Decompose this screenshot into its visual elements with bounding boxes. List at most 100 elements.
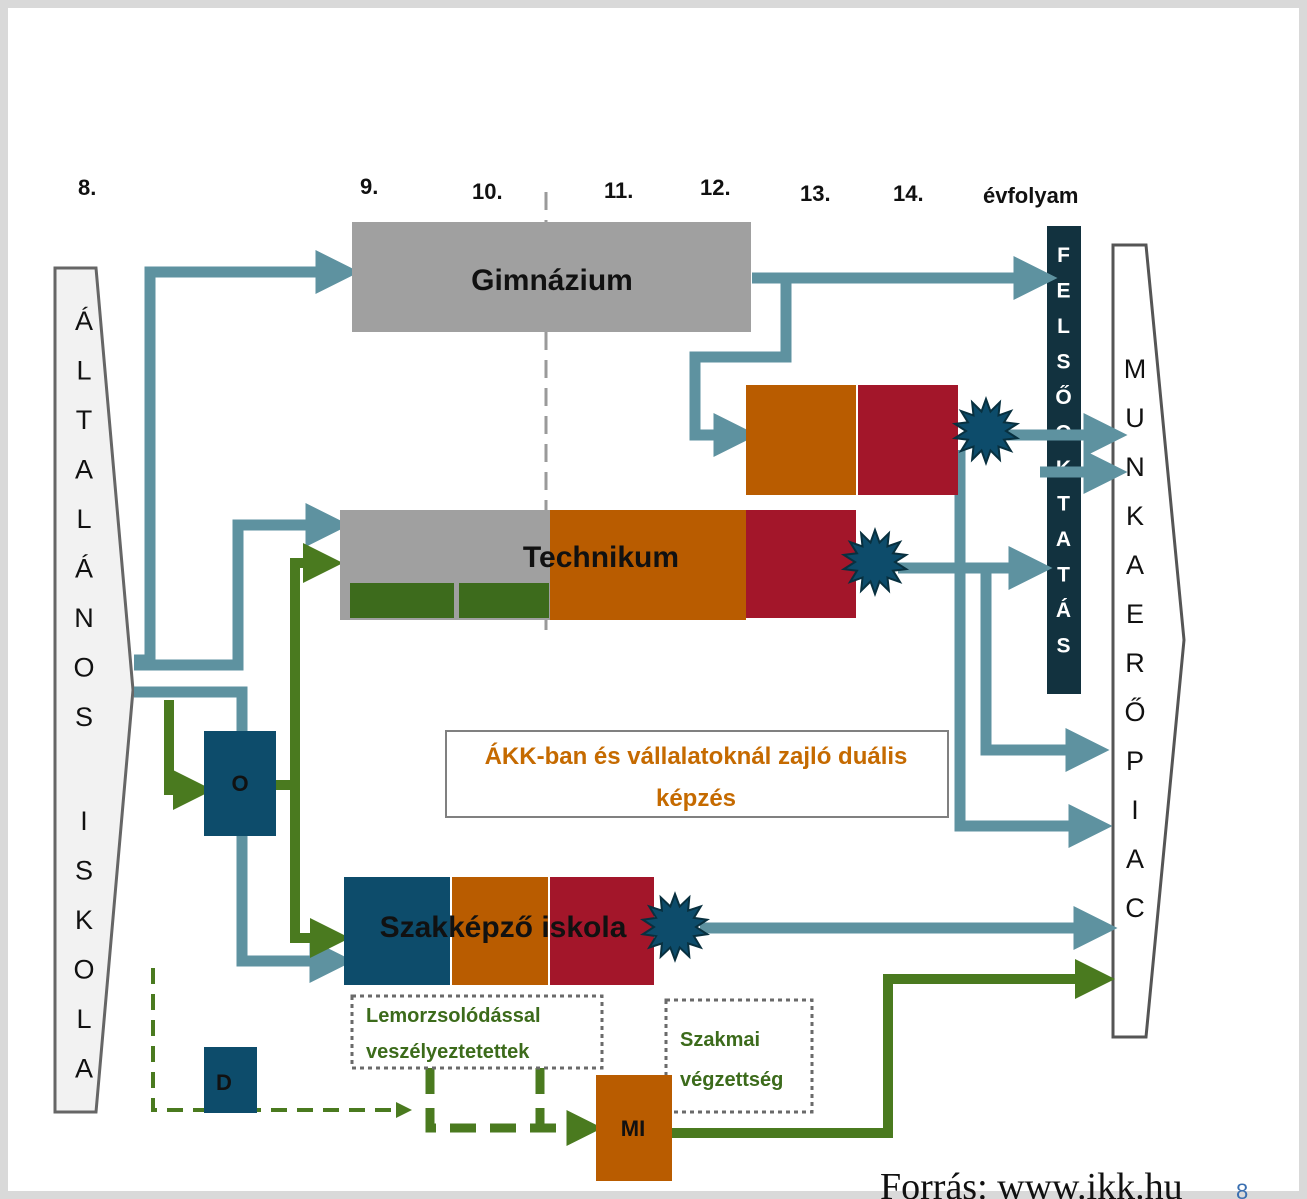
grade-label: 13. — [800, 181, 831, 206]
dual-training-line2: képzés — [656, 785, 736, 812]
arrow-gymnasium-to-post-secondary — [689, 278, 792, 457]
vertical-letter: E — [1056, 280, 1071, 303]
vertical-letter: T — [76, 405, 93, 435]
d-box — [204, 1047, 257, 1113]
orientation-label: O — [231, 771, 248, 796]
technikum-orange-box — [550, 510, 746, 620]
technikum-red-box — [746, 510, 856, 618]
vertical-letter: S — [1056, 635, 1071, 658]
vertical-letter: O — [73, 955, 94, 985]
vertical-letter: Á — [75, 554, 93, 584]
vertical-letter: I — [80, 806, 88, 836]
vertical-letter: C — [1125, 893, 1145, 923]
technikum-green-bar — [350, 583, 454, 618]
vertical-letter: A — [75, 1054, 93, 1084]
arrow-mi-to-market — [672, 959, 1115, 1138]
vertical-letter: M — [1124, 354, 1147, 384]
vertical-letter: F — [1057, 244, 1071, 267]
vertical-letter: A — [75, 455, 93, 485]
grade-label: évfolyam — [983, 183, 1078, 208]
qualification-note-line1: Szakmai — [680, 1029, 760, 1051]
qualification-exam-star — [840, 527, 910, 597]
vertical-letter: R — [1125, 648, 1145, 678]
vertical-letter: A — [1126, 844, 1144, 874]
vertical-letter: N — [1125, 452, 1145, 482]
arrow-orientation-to-vocational — [236, 836, 354, 983]
vertical-letter: A — [1126, 550, 1144, 580]
arrow-orientation-to-vocational-green — [290, 785, 350, 958]
vertical-letter: O — [73, 653, 94, 683]
vertical-letter: T — [1057, 493, 1071, 516]
vertical-letter: I — [1131, 795, 1139, 825]
dropout-note-box — [350, 994, 604, 1070]
vertical-letter: L — [76, 1004, 91, 1034]
vertical-letter: S — [1056, 351, 1071, 374]
elementary-school-shape — [53, 266, 135, 1114]
vertical-letter: Á — [1056, 599, 1072, 622]
vertical-letter: N — [74, 603, 94, 633]
vertical-letter: T — [1057, 564, 1071, 587]
grade-label: 9. — [360, 174, 378, 199]
vertical-letter: P — [1126, 746, 1144, 776]
arrow-to-orientation — [134, 686, 248, 732]
arrow-elementary-to-orientation — [164, 700, 213, 810]
dropout-note-line1: Lemorzsolódással — [366, 1005, 541, 1027]
vertical-letter: K — [75, 905, 93, 935]
grade-label: 14. — [893, 181, 924, 206]
gymnasium-box — [352, 222, 751, 332]
vocational-orange-box — [452, 877, 548, 985]
vertical-letter: L — [76, 356, 91, 386]
dashed-green-flows — [151, 968, 603, 1146]
arrow-dashed-dropout-path — [425, 1068, 603, 1146]
d-box-label: D — [216, 1070, 232, 1095]
higher-education-bar — [1047, 226, 1081, 694]
grade-label: 11. — [604, 178, 633, 203]
vertical-letter: S — [75, 702, 93, 732]
grade-labels: 8. 9. 10. 11. 12. 13. 14. évfolyam — [78, 174, 1078, 208]
qualification-note-line2: végzettség — [680, 1069, 783, 1091]
vocational-red-box — [550, 877, 654, 985]
dual-training-line1: ÁKK-ban és vállalatoknál zajló duális — [485, 742, 908, 770]
vocational-navy-box — [344, 877, 450, 985]
labour-market-shape — [1111, 243, 1186, 1039]
post-secondary-orange-box — [746, 385, 856, 495]
gymnasium-label: Gimnázium — [471, 264, 633, 297]
vertical-letter: K — [1126, 501, 1144, 531]
vertical-letter: L — [1057, 315, 1071, 338]
vertical-letter: S — [75, 856, 93, 886]
arrow-post-secondary-down-to-market — [954, 450, 1113, 848]
grade-label: 10. — [472, 179, 503, 204]
mi-box-label: MI — [621, 1116, 645, 1141]
vocational-label: Szakképző iskola — [380, 911, 627, 944]
qualification-exam-star — [951, 396, 1021, 466]
post-secondary-red-box — [858, 385, 958, 495]
vertical-letter: U — [1125, 403, 1145, 433]
arrow-orientation-to-technikum-green — [276, 543, 343, 790]
arrow-technikum-to-market — [980, 568, 1110, 772]
orientation-box — [204, 731, 276, 836]
grade-label: 8. — [78, 175, 96, 200]
grade-label: 12. — [700, 175, 731, 200]
technikum-label: Technikum — [523, 541, 679, 574]
slide-number: 8 — [1236, 1179, 1248, 1199]
vertical-letter: Ő — [1055, 386, 1072, 409]
qualification-note-box — [664, 998, 814, 1114]
teal-flows — [134, 250, 1128, 983]
vertical-letter: E — [1126, 599, 1144, 629]
vertical-letter: Á — [75, 306, 93, 336]
arrow-to-technikum — [134, 503, 350, 671]
vertical-letter: A — [1056, 528, 1072, 551]
dual-training-box — [445, 730, 949, 818]
arrow-dashed-d-path — [151, 968, 412, 1118]
source-citation: Forrás: www.ikk.hu — [880, 1166, 1183, 1199]
mi-box — [596, 1075, 672, 1181]
dropout-note-line2: veszélyeztetettek — [366, 1041, 530, 1063]
vertical-letter: Ő — [1124, 696, 1145, 727]
green-flows — [164, 543, 1115, 1138]
vertical-letter: L — [76, 504, 91, 534]
qualification-exam-star — [640, 891, 710, 963]
